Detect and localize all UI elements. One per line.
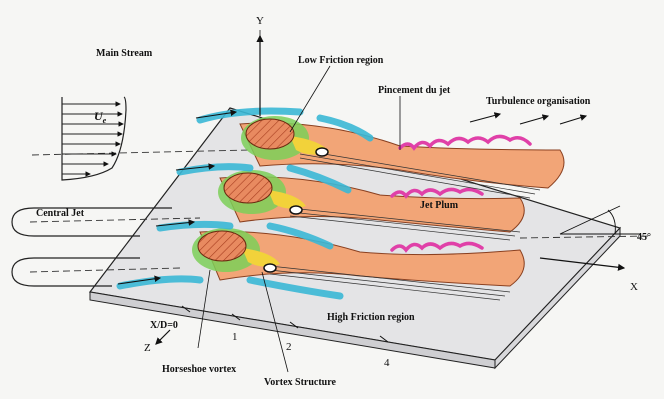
- label-pincement: Pincement du jet: [378, 85, 451, 96]
- axis-label-x: X: [630, 281, 638, 293]
- tick-label-2: 2: [286, 341, 292, 353]
- label-high-friction: High Friction region: [327, 312, 415, 323]
- axis-label-z: Z: [144, 342, 151, 354]
- label-angle: 45°: [637, 232, 651, 243]
- label-turbulence: Turbulence organisation: [486, 96, 591, 107]
- label-ue: Ue: [94, 109, 107, 125]
- axis-label-y: Y: [256, 15, 264, 27]
- label-origin: X/D=0: [150, 320, 178, 331]
- tick-label-4: 4: [384, 357, 390, 369]
- label-main-stream: Main Stream: [96, 48, 153, 59]
- tick-label-1: 1: [232, 331, 238, 343]
- label-jet-plum: Jet Plum: [420, 200, 459, 211]
- label-horseshoe: Horseshoe vortex: [162, 364, 236, 375]
- z-axis: [156, 330, 170, 344]
- label-low-friction: Low Friction region: [298, 55, 384, 66]
- label-vortex-structure: Vortex Structure: [264, 377, 336, 388]
- label-central-jet: Central Jet: [36, 208, 85, 219]
